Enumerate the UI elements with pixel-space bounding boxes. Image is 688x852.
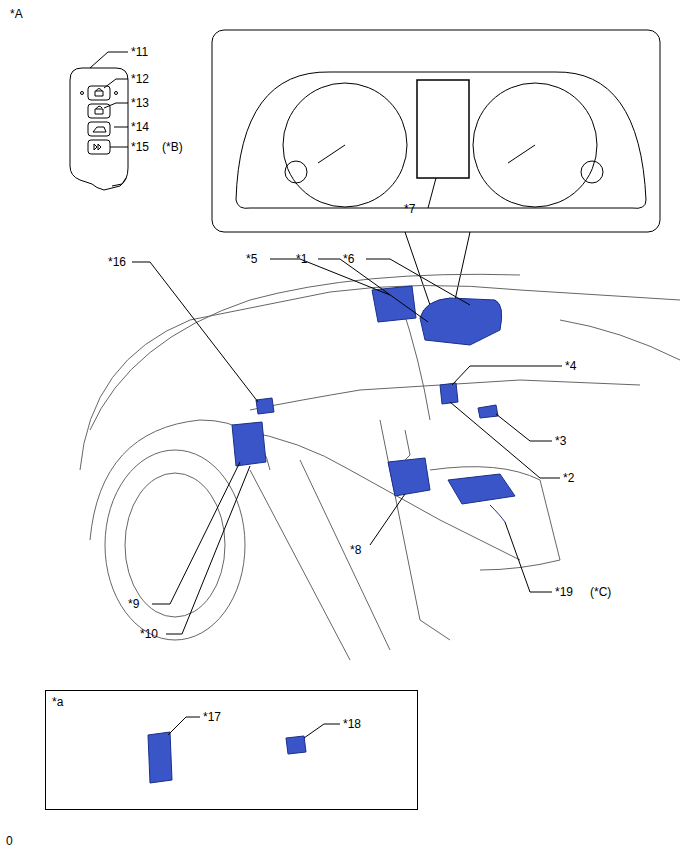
- floor-line: [250, 460, 390, 660]
- panic-icon: [94, 144, 101, 150]
- console-side: [380, 420, 450, 640]
- module-part: [286, 736, 306, 754]
- inset-pointer: [405, 232, 470, 305]
- leader-line: [166, 466, 250, 634]
- callout-number: *3: [555, 434, 566, 448]
- callout-number: 0: [6, 834, 13, 848]
- leader-line: [104, 79, 128, 88]
- callout-number: *A: [10, 7, 23, 21]
- fob-button: [88, 86, 110, 100]
- leader-line: [168, 717, 200, 735]
- callout-number: *19: [555, 585, 573, 599]
- callout-number: *7: [404, 202, 415, 216]
- door-line: [560, 320, 680, 360]
- leader-line: [304, 724, 340, 738]
- display-unit: [372, 286, 416, 322]
- dash-line: [80, 285, 680, 470]
- callout-number: *2: [563, 471, 574, 485]
- callout-number: (*C): [590, 585, 611, 599]
- module-part: [148, 732, 172, 783]
- callout-number: *16: [108, 255, 126, 269]
- wheel: [105, 450, 245, 640]
- unlock-icon: [95, 106, 103, 114]
- leader-lines: [90, 52, 562, 738]
- callout-number: *18: [343, 717, 361, 731]
- module-wire: [490, 505, 505, 522]
- connector-part: [256, 398, 274, 414]
- key-fob: [70, 68, 128, 190]
- wheel-arch: [90, 420, 270, 540]
- callout-number: *6: [343, 252, 354, 266]
- fob-button: [88, 104, 110, 118]
- callout-number: (*B): [162, 140, 183, 154]
- callout-number: *5: [246, 252, 257, 266]
- callout-number: *11: [131, 45, 148, 59]
- sensor-part: [478, 405, 498, 418]
- leader-line: [428, 178, 436, 208]
- callout-number: *9: [128, 597, 139, 611]
- parts: [148, 286, 515, 783]
- vehicle-interior: [80, 274, 680, 660]
- leader-line: [505, 522, 552, 592]
- callout-number: *17: [203, 710, 221, 724]
- inset-label: *a: [46, 691, 69, 713]
- callout-number: *4: [565, 359, 576, 373]
- ecu-part: [232, 422, 266, 466]
- callout-number: *1: [296, 252, 307, 266]
- fob-button: [88, 122, 110, 136]
- console-line: [240, 430, 520, 560]
- gauge: [283, 83, 407, 207]
- leader-line: [114, 127, 128, 128]
- leader-line: [496, 414, 552, 441]
- callout-number: *14: [131, 120, 149, 134]
- lock-icon: [95, 89, 103, 97]
- leader-line: [110, 147, 128, 148]
- needle: [318, 145, 345, 163]
- shift-part: [388, 458, 430, 496]
- trunk-icon: [93, 127, 106, 132]
- console-armrest: [430, 467, 560, 570]
- fob-dot: [115, 92, 118, 95]
- callout-number: *15: [131, 140, 149, 154]
- leader-line: [366, 259, 470, 305]
- fob-dot: [81, 92, 84, 95]
- leader-line: [132, 262, 258, 402]
- inset-box: *a: [45, 690, 418, 810]
- callout-number: *10: [140, 627, 158, 641]
- fob-body: [70, 68, 128, 190]
- small-gauge: [285, 161, 307, 183]
- fob-button: [88, 140, 110, 154]
- leader-line: [152, 462, 240, 604]
- callout-number: *12: [131, 72, 149, 86]
- leader-line: [318, 259, 428, 322]
- leader-line: [104, 103, 128, 108]
- multi-display: [417, 80, 469, 178]
- callout-number: *8: [350, 543, 361, 557]
- small-gauge: [581, 161, 603, 183]
- leader-line: [90, 52, 128, 68]
- cluster-contour: [236, 72, 646, 200]
- cluster-inset: [212, 30, 660, 305]
- leader-line: [270, 259, 390, 295]
- leader-line: [452, 366, 562, 385]
- console-module: [448, 474, 515, 504]
- wheel-inner: [125, 473, 225, 617]
- cluster-contour: [236, 200, 646, 208]
- leader-line: [450, 402, 560, 478]
- inset-frame: [212, 30, 660, 232]
- combination-meter: [420, 298, 502, 345]
- gauge: [473, 83, 597, 207]
- fob-key-tip: [112, 178, 126, 186]
- needle: [508, 145, 535, 163]
- switch-part: [440, 383, 458, 404]
- dash-lower: [250, 380, 640, 410]
- callout-number: *13: [131, 96, 149, 110]
- leader-line: [370, 494, 405, 545]
